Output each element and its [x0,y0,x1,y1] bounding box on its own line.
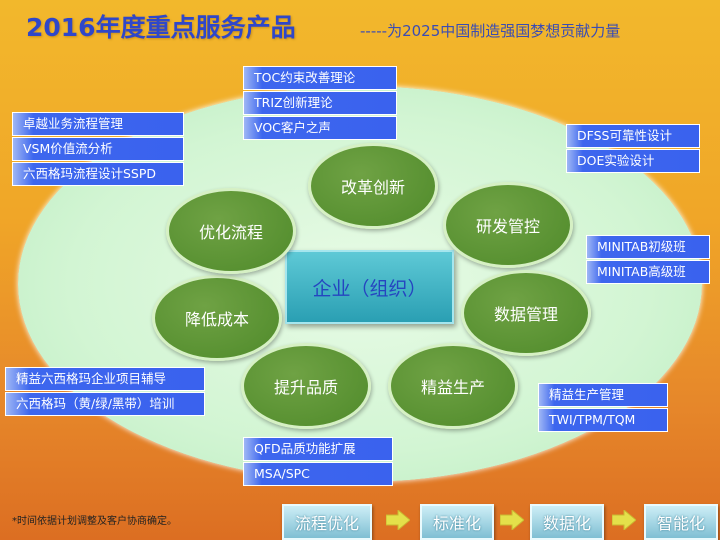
box-right-top: DFSS可靠性设计 DOE实验设计 [566,124,700,174]
box-item: 六西格玛（黄/绿/黑带）培训 [5,392,205,416]
node-cost-reduction: 降低成本 [152,275,282,361]
box-item: 精益生产管理 [538,383,668,407]
box-item: QFD品质功能扩展 [243,437,393,461]
node-rd-control: 研发管控 [443,182,573,268]
box-bottom: QFD品质功能扩展 MSA/SPC [243,437,393,487]
box-item: TRIZ创新理论 [243,91,397,115]
node-data-management: 数据管理 [461,270,591,356]
box-item: 六西格玛流程设计SSPD [12,162,184,186]
box-item: MINITAB初级班 [586,235,710,259]
arrow-right-icon [386,510,410,530]
box-right-mid: MINITAB初级班 MINITAB高级班 [586,235,710,285]
box-left-bottom: 精益六西格玛企业项目辅导 六西格玛（黄/绿/黑带）培训 [5,367,205,417]
box-right-bottom: 精益生产管理 TWI/TPM/TQM [538,383,668,433]
box-item: 精益六西格玛企业项目辅导 [5,367,205,391]
footnote: *时间依据计划调整及客户协商确定。 [12,516,177,527]
node-reform-innovation: 改革创新 [308,143,438,229]
box-item: VSM价值流分析 [12,137,184,161]
node-quality-improvement: 提升品质 [241,343,371,429]
flow-step-standardize: 标准化 [420,504,494,540]
arrow-right-icon [500,510,524,530]
node-process-optimization: 优化流程 [166,188,296,274]
subtitle: -----为2025中国制造强国梦想贡献力量 [360,22,621,40]
arrow-right-icon [612,510,636,530]
box-item: VOC客户之声 [243,116,397,140]
flow-step-digitize: 数据化 [530,504,604,540]
box-item: DOE实验设计 [566,149,700,173]
node-lean-production: 精益生产 [388,343,518,429]
box-item: DFSS可靠性设计 [566,124,700,148]
box-item: MSA/SPC [243,462,393,486]
box-item: TOC约束改善理论 [243,66,397,90]
box-item: 卓越业务流程管理 [12,112,184,136]
center-enterprise: 企业（组织） [285,250,454,324]
title: 2016年度重点服务产品 [26,13,296,42]
box-top: TOC约束改善理论 TRIZ创新理论 VOC客户之声 [243,66,397,141]
flow-step-intelligent: 智能化 [644,504,718,540]
flow-step-process: 流程优化 [282,504,372,540]
box-left-top: 卓越业务流程管理 VSM价值流分析 六西格玛流程设计SSPD [12,112,184,187]
box-item: TWI/TPM/TQM [538,408,668,432]
box-item: MINITAB高级班 [586,260,710,284]
